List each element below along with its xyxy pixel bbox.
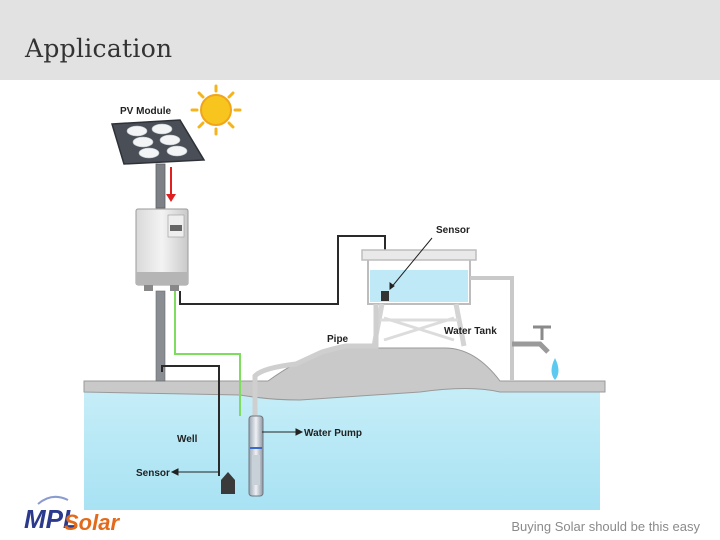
label-well: Well: [177, 434, 198, 445]
mpl-solar-logo: MPL: [24, 495, 79, 534]
water-drop-icon: [551, 358, 559, 380]
water-pump: [248, 415, 264, 497]
pv-pole: [155, 163, 166, 209]
tap: [512, 341, 550, 354]
power-arrow-icon: [166, 167, 176, 202]
svg-text:MPL: MPL: [24, 504, 79, 534]
logo-text: Solar: [64, 510, 120, 535]
tank-sensor-cable: [179, 235, 386, 305]
sun-icon: [190, 84, 242, 136]
label-pipe: Pipe: [327, 334, 349, 345]
label-tank-sensor: Sensor: [436, 225, 470, 236]
label-water-tank: Water Tank: [444, 326, 497, 337]
pv-module-panel: [111, 119, 206, 165]
footer-tagline: Buying Solar should be this easy: [511, 519, 700, 534]
page-title: Application: [25, 34, 173, 63]
label-well-sensor: Sensor: [136, 468, 170, 479]
controller-pole: [155, 290, 166, 382]
tank-sensor: [381, 291, 389, 301]
outlet-pipe: [470, 276, 514, 381]
well-sensor-cable: [161, 365, 220, 476]
label-pointers: [170, 237, 433, 476]
tap-handle-icon: [533, 325, 551, 340]
well-water: [84, 384, 600, 510]
well-sensor: [221, 472, 235, 494]
label-pv-module: PV Module: [120, 106, 172, 117]
pump-controller: [135, 208, 189, 291]
pump-pipe: [252, 304, 379, 417]
label-water-pump: Water Pump: [304, 428, 362, 439]
pump-power-cable: [174, 291, 241, 416]
header-bar: [0, 0, 720, 80]
